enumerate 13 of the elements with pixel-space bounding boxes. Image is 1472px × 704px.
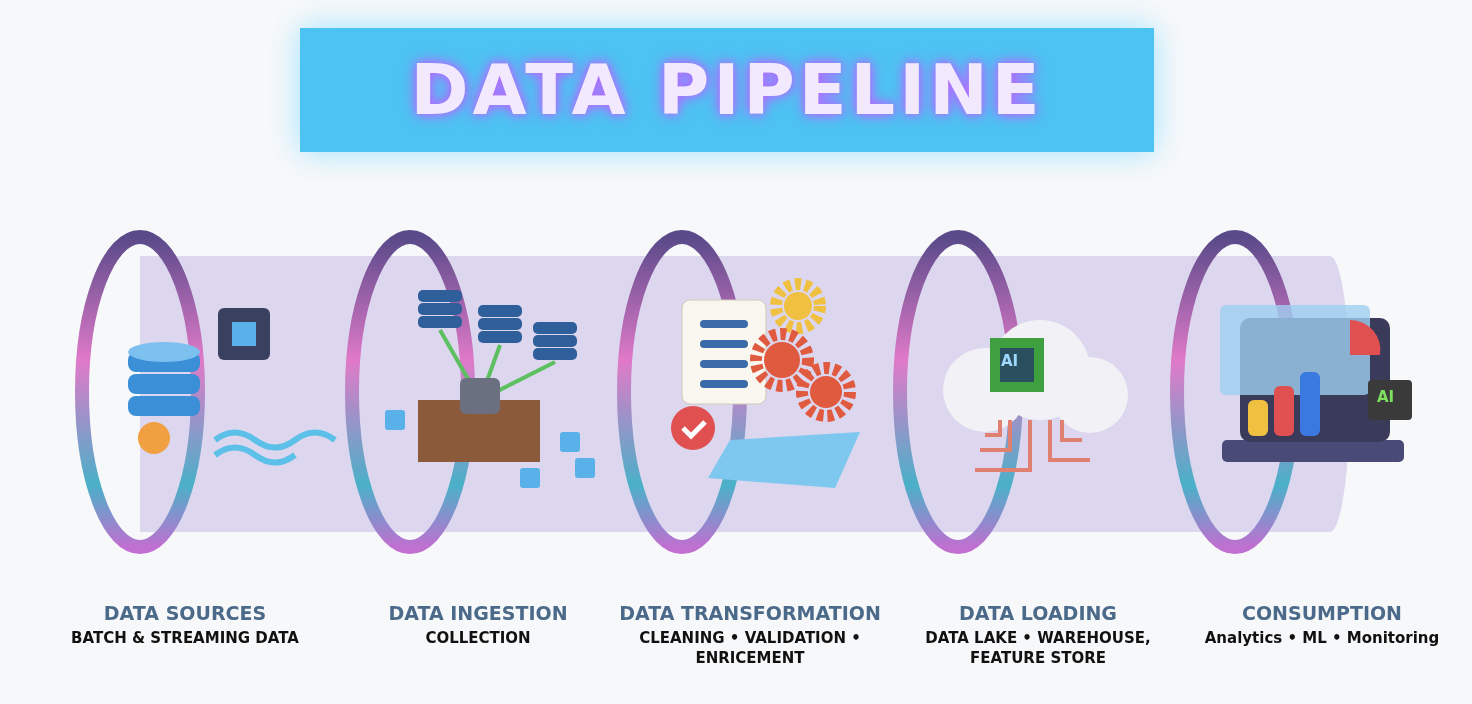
stage-heading: DATA SOURCES xyxy=(103,602,267,624)
stage-heading: DATA TRANSFORMATION xyxy=(619,602,881,624)
stage-heading: DATA INGESTION xyxy=(388,602,568,624)
stage-heading: CONSUMPTION xyxy=(1242,602,1402,624)
chip-label: AI xyxy=(1377,388,1395,406)
stage-subtitle: COLLECTION xyxy=(425,628,531,648)
stage-subtitle: CLEANING • VALIDATION • ENRICEMENT xyxy=(638,628,862,668)
stage-subtitle: BATCH & STREAMING DATA xyxy=(71,628,299,648)
stage-subtitle: DATA LAKE • WAREHOUSE, FEATURE STORE xyxy=(924,628,1152,668)
stage-heading: DATA LOADING xyxy=(959,602,1117,624)
title-banner: DATA PIPELINE xyxy=(300,28,1154,152)
stage-subtitle: Analytics • ML • Monitoring xyxy=(1204,628,1440,648)
chip-label: AI xyxy=(1001,352,1019,370)
